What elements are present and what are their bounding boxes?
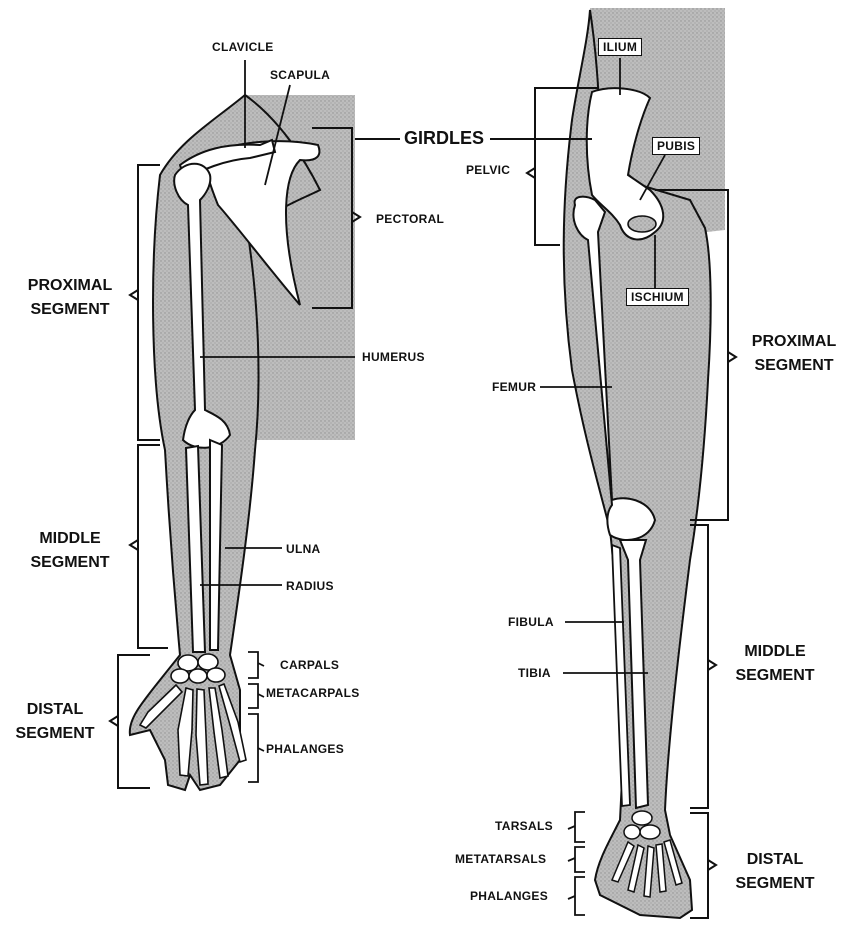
tibia-label: TIBIA	[518, 666, 551, 680]
phalanges-foot-bracket	[568, 877, 585, 915]
arm-middle-segment-label: MIDDLE SEGMENT	[10, 527, 130, 575]
clavicle-label: CLAVICLE	[212, 40, 274, 54]
carpals-bracket	[248, 652, 264, 678]
arm-illustration	[110, 60, 400, 790]
pubis-label: PUBIS	[652, 137, 700, 155]
arm-proximal-line1: PROXIMAL	[10, 274, 130, 298]
metatarsals-bracket	[568, 847, 585, 872]
leg-middle-line2: SEGMENT	[720, 664, 830, 688]
phalanges-bracket	[248, 714, 264, 782]
leg-middle-line1: MIDDLE	[720, 640, 830, 664]
arm-distal-line1: DISTAL	[0, 698, 110, 722]
ischium-label: ISCHIUM	[626, 288, 689, 306]
radius-label: RADIUS	[286, 579, 334, 593]
girdles-label: GIRDLES	[404, 128, 484, 149]
scapula-label: SCAPULA	[270, 68, 330, 82]
tarsals-bracket	[568, 812, 585, 842]
arm-proximal-segment-label: PROXIMAL SEGMENT	[10, 274, 130, 322]
leg-distal-line1: DISTAL	[720, 848, 830, 872]
ilium-label: ILIUM	[598, 38, 642, 56]
pelvic-label: PELVIC	[466, 163, 510, 177]
arm-distal-segment-label: DISTAL SEGMENT	[0, 698, 110, 746]
humerus-label: HUMERUS	[362, 350, 425, 364]
leg-proximal-segment-label: PROXIMAL SEGMENT	[738, 330, 850, 378]
arm-distal-line2: SEGMENT	[0, 722, 110, 746]
arm-middle-line2: SEGMENT	[10, 551, 130, 575]
obturator-foramen	[628, 216, 656, 232]
leg-distal-segment-label: DISTAL SEGMENT	[720, 848, 830, 896]
metacarpals-label: METACARPALS	[266, 686, 360, 700]
arm-proximal-line2: SEGMENT	[10, 298, 130, 322]
metacarpals-bracket	[248, 684, 264, 708]
pectoral-label: PECTORAL	[376, 212, 444, 226]
ulna-label: ULNA	[286, 542, 321, 556]
leg-phalanges-label: PHALANGES	[470, 889, 548, 903]
arm-middle-line1: MIDDLE	[10, 527, 130, 551]
carpals-label: CARPALS	[280, 658, 339, 672]
tarsals-label: TARSALS	[495, 819, 553, 833]
leg-proximal-line2: SEGMENT	[738, 354, 850, 378]
leg-proximal-line1: PROXIMAL	[738, 330, 850, 354]
leg-middle-segment-label: MIDDLE SEGMENT	[720, 640, 830, 688]
metatarsals-label: METATARSALS	[455, 852, 546, 866]
fibula-label: FIBULA	[508, 615, 554, 629]
femur-label: FEMUR	[492, 380, 536, 394]
leg-distal-line2: SEGMENT	[720, 872, 830, 896]
arm-phalanges-label: PHALANGES	[266, 742, 344, 756]
